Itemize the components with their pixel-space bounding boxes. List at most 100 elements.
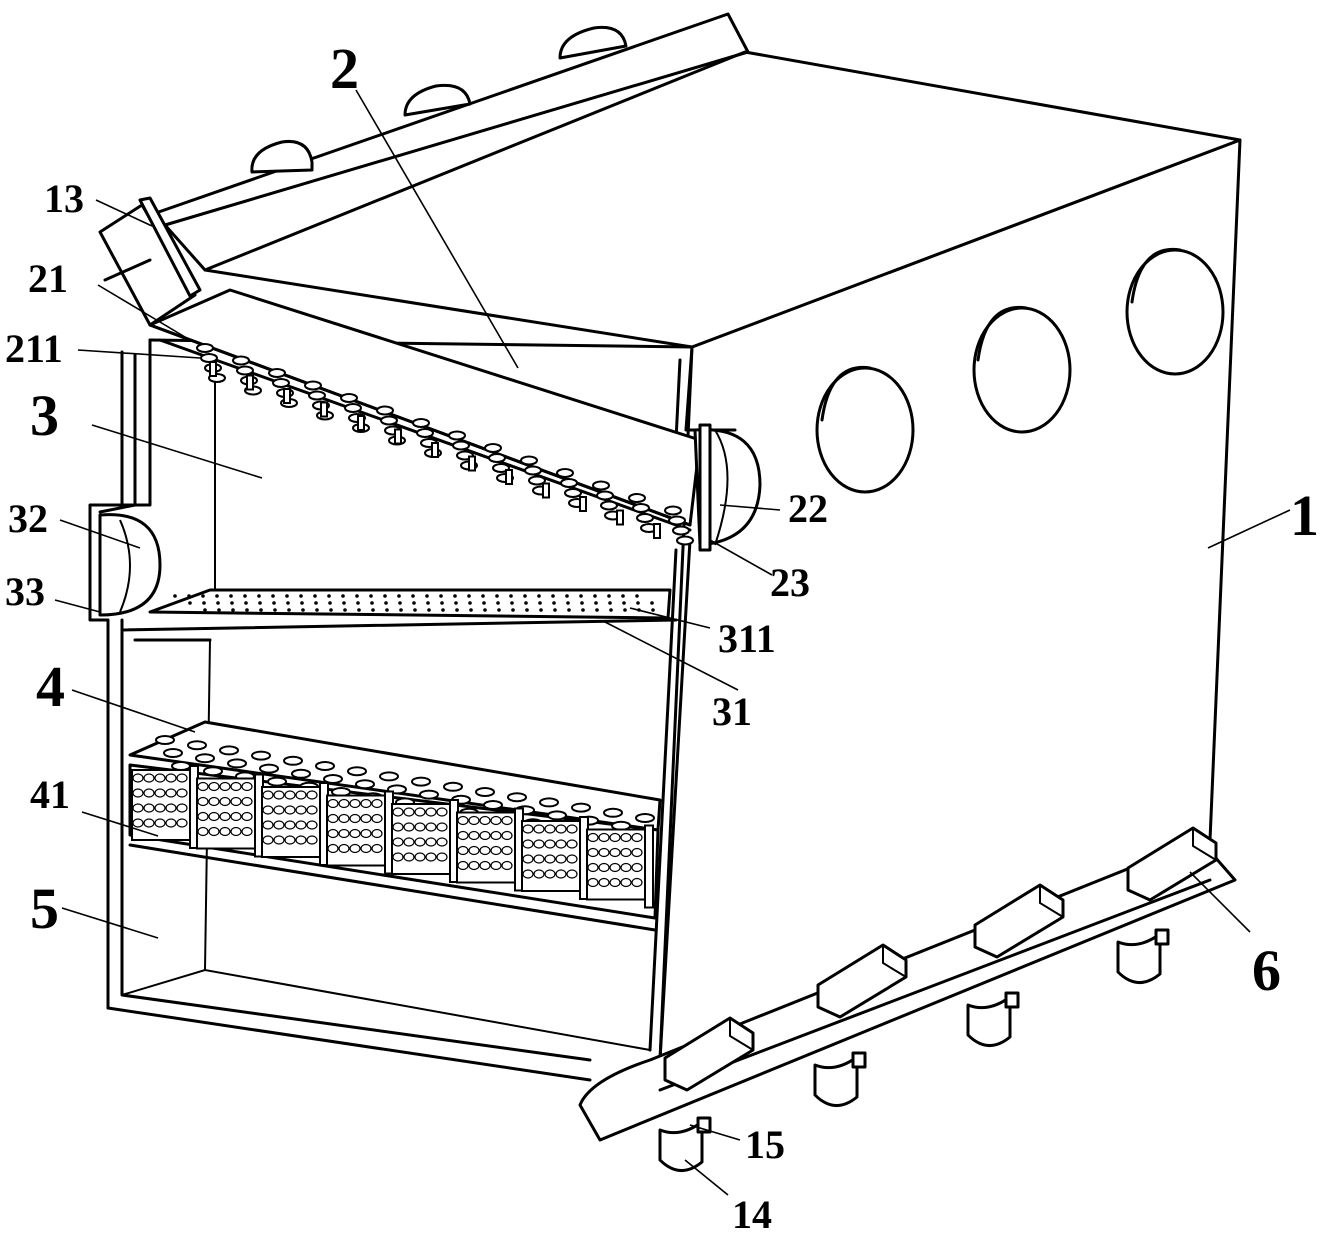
label-3: 3 (30, 383, 59, 448)
screen-hole (344, 403, 362, 413)
screen-hole (668, 515, 686, 526)
filter-pebble (132, 773, 144, 783)
screen-hole (196, 343, 214, 353)
screen-hole (592, 480, 610, 491)
label-2: 2 (330, 36, 359, 101)
filter-pebble (522, 824, 534, 834)
filter-pebble (555, 869, 567, 879)
filter-pebble (208, 781, 220, 792)
filter-hole (507, 792, 527, 803)
plate-dot (509, 594, 513, 598)
filter-pebble (392, 852, 404, 862)
side-ports (815, 247, 1225, 494)
filter-pebble (132, 818, 144, 828)
plate-dot (651, 608, 655, 612)
screen-holes (196, 343, 694, 546)
screen-hole (484, 443, 502, 453)
plate-dot (258, 601, 262, 605)
screen-hole (416, 428, 434, 438)
screen-hole (488, 453, 506, 463)
plate-dot (469, 608, 473, 612)
filter-hole (267, 776, 287, 787)
filter-pebble (262, 820, 274, 830)
filter-hole (355, 779, 375, 790)
filter-pebble (143, 803, 155, 813)
top-caps (250, 25, 628, 174)
outlet-pipe-22 (693, 423, 762, 552)
filter-hole (251, 750, 271, 761)
nozzle (966, 995, 1012, 1047)
filter-pebble (555, 839, 567, 849)
screen-hole (676, 535, 694, 546)
filter-pebble (598, 877, 610, 888)
filter-pebble (436, 822, 448, 832)
plate-dot (567, 608, 571, 612)
filter-pebble (631, 862, 643, 873)
filter-pebble (425, 822, 437, 832)
filter-pebble (197, 826, 209, 837)
filter-pebble (197, 811, 209, 822)
valve (1004, 991, 1020, 1009)
label-14: 14 (732, 1192, 772, 1235)
filter-pebble (371, 843, 383, 854)
label-5: 5 (30, 876, 59, 941)
filter-pebble (284, 835, 296, 845)
screen-hole (380, 415, 398, 426)
screen-hole (664, 505, 682, 516)
filter-pebble (338, 813, 350, 824)
plate-dot (244, 601, 248, 605)
filter-pebble (501, 845, 513, 856)
filter-pebble (479, 860, 491, 871)
plate-dot (356, 601, 360, 605)
plate-dot (229, 594, 233, 598)
filter-pebble (414, 852, 426, 862)
filter-pebble (165, 803, 177, 813)
plate-dot (173, 594, 177, 598)
plate-dot (497, 608, 501, 612)
filter-pebble (501, 815, 513, 826)
plate-dot (301, 608, 305, 612)
label-4: 4 (36, 654, 65, 719)
filter-hole (195, 753, 215, 764)
filter-pebble (609, 862, 621, 873)
plate-dot (231, 608, 235, 612)
filter-pebble (425, 837, 437, 847)
filter-pebble (468, 860, 480, 871)
filter-pebble (620, 862, 632, 873)
filter-pebble (208, 796, 220, 807)
screen-tooth (542, 482, 550, 499)
label-6: 6 (1252, 938, 1281, 1003)
plate-31 (148, 588, 672, 620)
rail-block-edge (1039, 885, 1064, 918)
filter-pebble (230, 781, 242, 792)
screen-hole (556, 468, 574, 478)
screen-tooth (616, 509, 624, 526)
plate-dot (579, 594, 583, 598)
filter-pebble (262, 790, 274, 800)
plate-dot (355, 594, 359, 598)
screen-hole (528, 475, 546, 486)
screen-hole (308, 390, 326, 401)
plate-dot (397, 594, 401, 598)
leader-lines (54, 89, 1291, 1196)
filter-pebble (360, 828, 372, 839)
filter-pebble (306, 805, 318, 815)
plate-dot (272, 601, 276, 605)
filter-pebble (349, 843, 361, 854)
filter-pebble (165, 788, 177, 798)
plate-dot (427, 608, 431, 612)
filter-pebble (165, 818, 177, 828)
filter-pebble (273, 790, 285, 800)
screen-hole (376, 405, 394, 416)
plate-dot (411, 594, 415, 598)
filter-pebble (338, 798, 350, 809)
filter-pebble (143, 818, 155, 828)
filter-pebble (587, 862, 599, 873)
screen-hole (564, 488, 582, 498)
label-1: 1 (1290, 483, 1319, 548)
filter-pebble (479, 845, 491, 856)
filter-pebble (631, 832, 643, 843)
plate-dot (580, 601, 584, 605)
filter-pebble (219, 781, 231, 792)
filter-pebble (306, 820, 318, 830)
